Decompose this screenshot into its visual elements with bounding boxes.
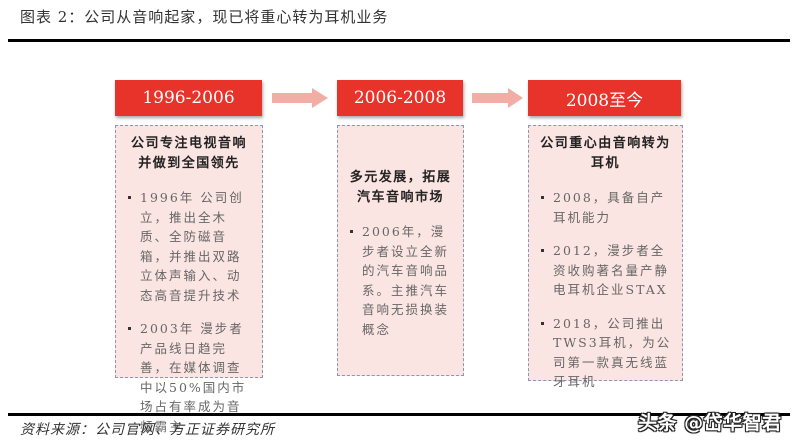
period-box-1996-2006: 1996-2006 xyxy=(115,80,262,116)
bullet-item: 2012，漫步者全资收购著名量产静电耳机企业STAX xyxy=(539,241,672,300)
watermark: 头条 @岱华智君 xyxy=(638,412,782,434)
bullet-item: 2003年 漫步者产品线日趋完善，在媒体调查中以50%国内市场占有率成为音频霸主 xyxy=(126,319,252,436)
arrow-right-icon xyxy=(272,88,328,108)
bullet-item: 1996年 公司创立，推出全木质、全防磁音箱，并推出双路立体声输入、动态高音提升… xyxy=(126,188,252,305)
stage-card-2008-present: 公司重心由音响转为耳机 2008，具备自产耳机能力 2012，漫步者全资收购著名… xyxy=(528,125,683,389)
bullet-list: 2008，具备自产耳机能力 2012，漫步者全资收购著名量产静电耳机企业STAX… xyxy=(539,188,672,392)
stage-card-2006-2008: 多元发展，拓展汽车音响市场 2006年，漫步者设立全新的汽车音响品系。主推汽车音… xyxy=(337,125,464,376)
source-rule xyxy=(8,413,790,416)
bullet-item: 2018，公司推出TWS3耳机，为公司第一款真无线蓝牙耳机 xyxy=(539,314,672,392)
figure-title: 图表 2：公司从音响起家，现已将重心转为耳机业务 xyxy=(20,8,389,26)
period-box-2006-2008: 2006-2008 xyxy=(337,80,463,116)
card-heading: 公司重心由音响转为耳机 xyxy=(540,136,671,171)
bullet-item: 2008，具备自产耳机能力 xyxy=(539,188,672,227)
period-box-2008-present: 2008至今 xyxy=(528,80,681,116)
arrow-right-icon xyxy=(472,88,523,108)
card-heading: 公司专注电视音响并做到全国领先 xyxy=(130,136,247,171)
card-heading: 多元发展，拓展汽车音响市场 xyxy=(349,170,452,205)
stage-card-1996-2006: 公司专注电视音响并做到全国领先 1996年 公司创立，推出全木质、全防磁音箱，并… xyxy=(115,125,263,434)
title-rule xyxy=(8,39,790,42)
bullet-list: 2006年，漫步者设立全新的汽车音响品系。主推汽车音响无损换装概念 xyxy=(348,222,453,339)
source-note: 资料来源：公司官网、方正证券研究所 xyxy=(20,422,275,438)
bullet-item: 2006年，漫步者设立全新的汽车音响品系。主推汽车音响无损换装概念 xyxy=(348,222,453,339)
bullet-list: 1996年 公司创立，推出全木质、全防磁音箱，并推出双路立体声输入、动态高音提升… xyxy=(126,188,252,436)
